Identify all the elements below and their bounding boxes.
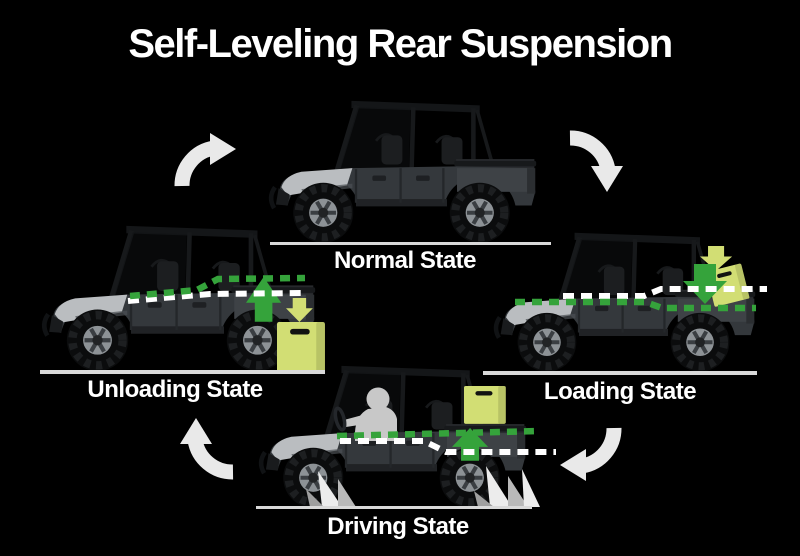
vehicle-normal (271, 101, 536, 249)
state-label-unloading: Unloading State (87, 376, 263, 403)
level-line-actual-loading (515, 298, 756, 312)
level-line-normal-loading (563, 286, 767, 299)
state-loading-graphic (483, 233, 767, 378)
cycle-arrow-driving-to-unloading (180, 418, 233, 472)
grass-icon (306, 466, 540, 507)
driver-silhouette (333, 387, 397, 441)
state-normal-graphic (270, 101, 551, 249)
ground-line-loading (483, 371, 757, 375)
state-label-driving: Driving State (327, 513, 469, 540)
cycle-arrow-normal-to-loading (570, 138, 623, 192)
cargo-box-driving (464, 386, 506, 424)
ground-line-driving (256, 506, 532, 509)
ground-line-normal (270, 242, 551, 245)
state-unloading-graphic (40, 226, 325, 378)
state-label-normal: Normal State (333, 247, 477, 274)
level-line-normal-unloading (127, 290, 303, 304)
state-driving-graphic (256, 366, 556, 514)
cycle-arrow-unloading-to-normal (182, 133, 236, 186)
ground-line-unloading (40, 370, 325, 374)
page-title: Self-Leveling Rear Suspension (128, 22, 673, 66)
cycle-arrow-loading-to-driving (560, 428, 614, 481)
cargo-box-unloading (277, 322, 325, 373)
level-line-unleveled-driving (340, 438, 556, 455)
state-label-loading: Loading State (543, 378, 697, 405)
